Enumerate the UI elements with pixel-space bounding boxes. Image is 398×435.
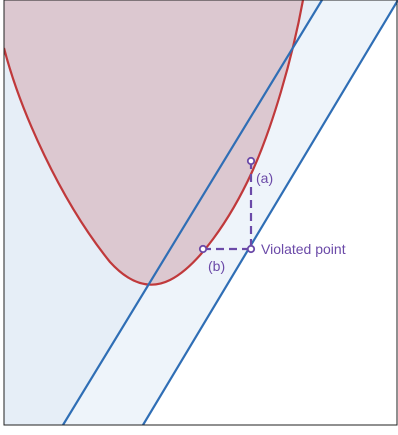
point-a-marker xyxy=(246,156,256,166)
point-b-marker xyxy=(198,244,208,254)
point-a-label: (a) xyxy=(256,170,273,186)
point-b-label: (b) xyxy=(208,258,225,274)
plot-frame xyxy=(3,0,398,426)
parabola-curve xyxy=(4,0,305,286)
feasible-region xyxy=(4,0,303,285)
cut-line-a xyxy=(142,0,398,425)
cut-line-b xyxy=(62,0,323,425)
violated-point-marker xyxy=(246,244,256,254)
violated-point-label: Violated point xyxy=(261,241,346,257)
